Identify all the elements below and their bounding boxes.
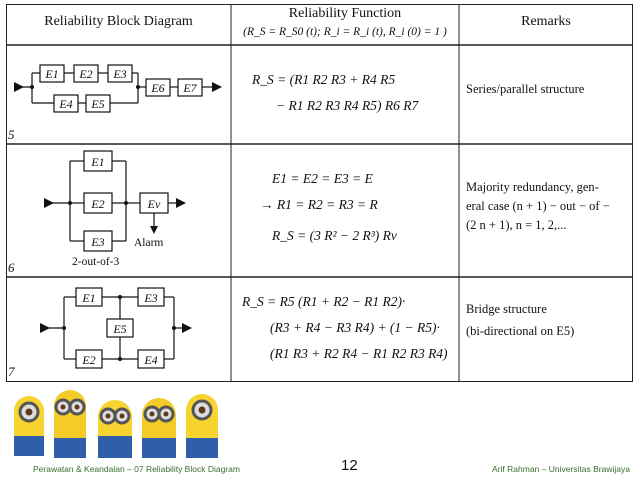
- block-e1: E1: [44, 67, 58, 81]
- remarks-row6-line2: eral case (n + 1) − out − of −: [466, 199, 610, 213]
- block-e3: E3: [90, 235, 104, 249]
- function-row6-line3: R_S = (3 R² − 2 R³) Rv: [272, 228, 397, 243]
- alarm-label: Alarm: [134, 237, 163, 249]
- block-e7: E7: [182, 81, 197, 95]
- function-row7-line2: (R3 + R4 − R3 R4) + (1 − R5)·: [270, 320, 440, 335]
- block-ev: Ev: [147, 197, 161, 211]
- remarks-row6-line1: Majority redundancy, gen-: [466, 180, 599, 194]
- block-e2: E2: [81, 353, 95, 367]
- function-row5-line1: R_S = (R1 R2 R3 + R4 R5: [252, 72, 396, 87]
- block-e3: E3: [112, 67, 126, 81]
- row-number-7: 7: [8, 364, 15, 379]
- block-e4: E4: [143, 353, 157, 367]
- block-e1: E1: [81, 291, 95, 305]
- diagram-series-parallel: E1 E2 E3 E4 E5 E6 E7: [14, 64, 222, 113]
- footer-author: Arif Rahman – Universitas Brawijaya: [492, 464, 630, 474]
- remarks-row7-line1: Bridge structure: [466, 302, 547, 316]
- function-row6-line2: → R1 = R2 = R3 = R: [260, 197, 378, 212]
- function-row6-line1: E1 = E2 = E3 = E: [272, 171, 373, 186]
- block-e2: E2: [78, 67, 92, 81]
- minion-figure: [98, 400, 132, 458]
- minion-figure: [54, 390, 86, 458]
- footer-course-title: Perawatan & Keandalan – 07 Reliability B…: [33, 464, 240, 474]
- minion-figure: [14, 396, 44, 456]
- block-e5: E5: [112, 322, 126, 336]
- function-row7-line3: (R1 R3 + R2 R4 − R1 R2 R3 R4): [270, 346, 448, 361]
- minions-illustration: [14, 390, 218, 458]
- function-row5-line2: − R1 R2 R3 R4 R5) R6 R7: [276, 98, 419, 113]
- two-out-of-three-label: 2-out-of-3: [72, 256, 120, 268]
- block-e2: E2: [90, 197, 104, 211]
- minion-figure: [142, 398, 176, 458]
- header-block-diagram: Reliability Block Diagram: [44, 14, 193, 29]
- diagram-bridge-structure: E1 E3 E5 E2 E4: [40, 287, 192, 369]
- page-number: 12: [341, 457, 358, 474]
- minion-figure: [186, 394, 218, 458]
- block-e1: E1: [90, 155, 104, 169]
- function-row7-line1: R_S = R5 (R1 + R2 − R1 R2)·: [242, 294, 406, 309]
- block-e4: E4: [58, 97, 72, 111]
- diagram-majority-redundancy: E1 E2 E3 Ev Alarm 2-out-of-3: [44, 150, 186, 268]
- row-number-5: 5: [8, 127, 15, 142]
- header-reliability-function: Reliability Function: [288, 6, 402, 21]
- row-number-6: 6: [8, 260, 15, 275]
- reliability-table-grid: [6, 4, 633, 382]
- block-e3: E3: [143, 291, 157, 305]
- header-remarks: Remarks: [521, 14, 571, 29]
- block-e5: E5: [90, 97, 104, 111]
- remarks-row5-line1: Series/parallel structure: [466, 82, 585, 96]
- header-reliability-function-sub: (R_S = R_S0 (t); R_i = R_i (t), R_i (0) …: [243, 26, 447, 38]
- block-e6: E6: [150, 81, 164, 95]
- remarks-row7-line2: (bi-directional on E5): [466, 324, 575, 338]
- remarks-row6-line3: (2 n + 1), n = 1, 2,...: [466, 218, 567, 232]
